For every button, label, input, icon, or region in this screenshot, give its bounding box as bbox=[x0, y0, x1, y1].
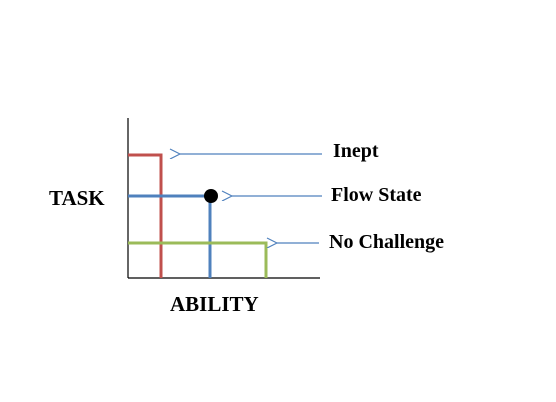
flow-state-label: Flow State bbox=[331, 184, 422, 206]
no-challenge-line bbox=[128, 241, 268, 278]
no-challenge-label: No Challenge bbox=[329, 231, 444, 253]
inept-line bbox=[128, 153, 163, 278]
flow-point-marker bbox=[204, 189, 218, 203]
y-axis-label: TASK bbox=[49, 186, 105, 210]
inept-label: Inept bbox=[333, 140, 379, 162]
x-axis-label: ABILITY bbox=[170, 292, 259, 316]
flow-state-line bbox=[128, 194, 212, 278]
